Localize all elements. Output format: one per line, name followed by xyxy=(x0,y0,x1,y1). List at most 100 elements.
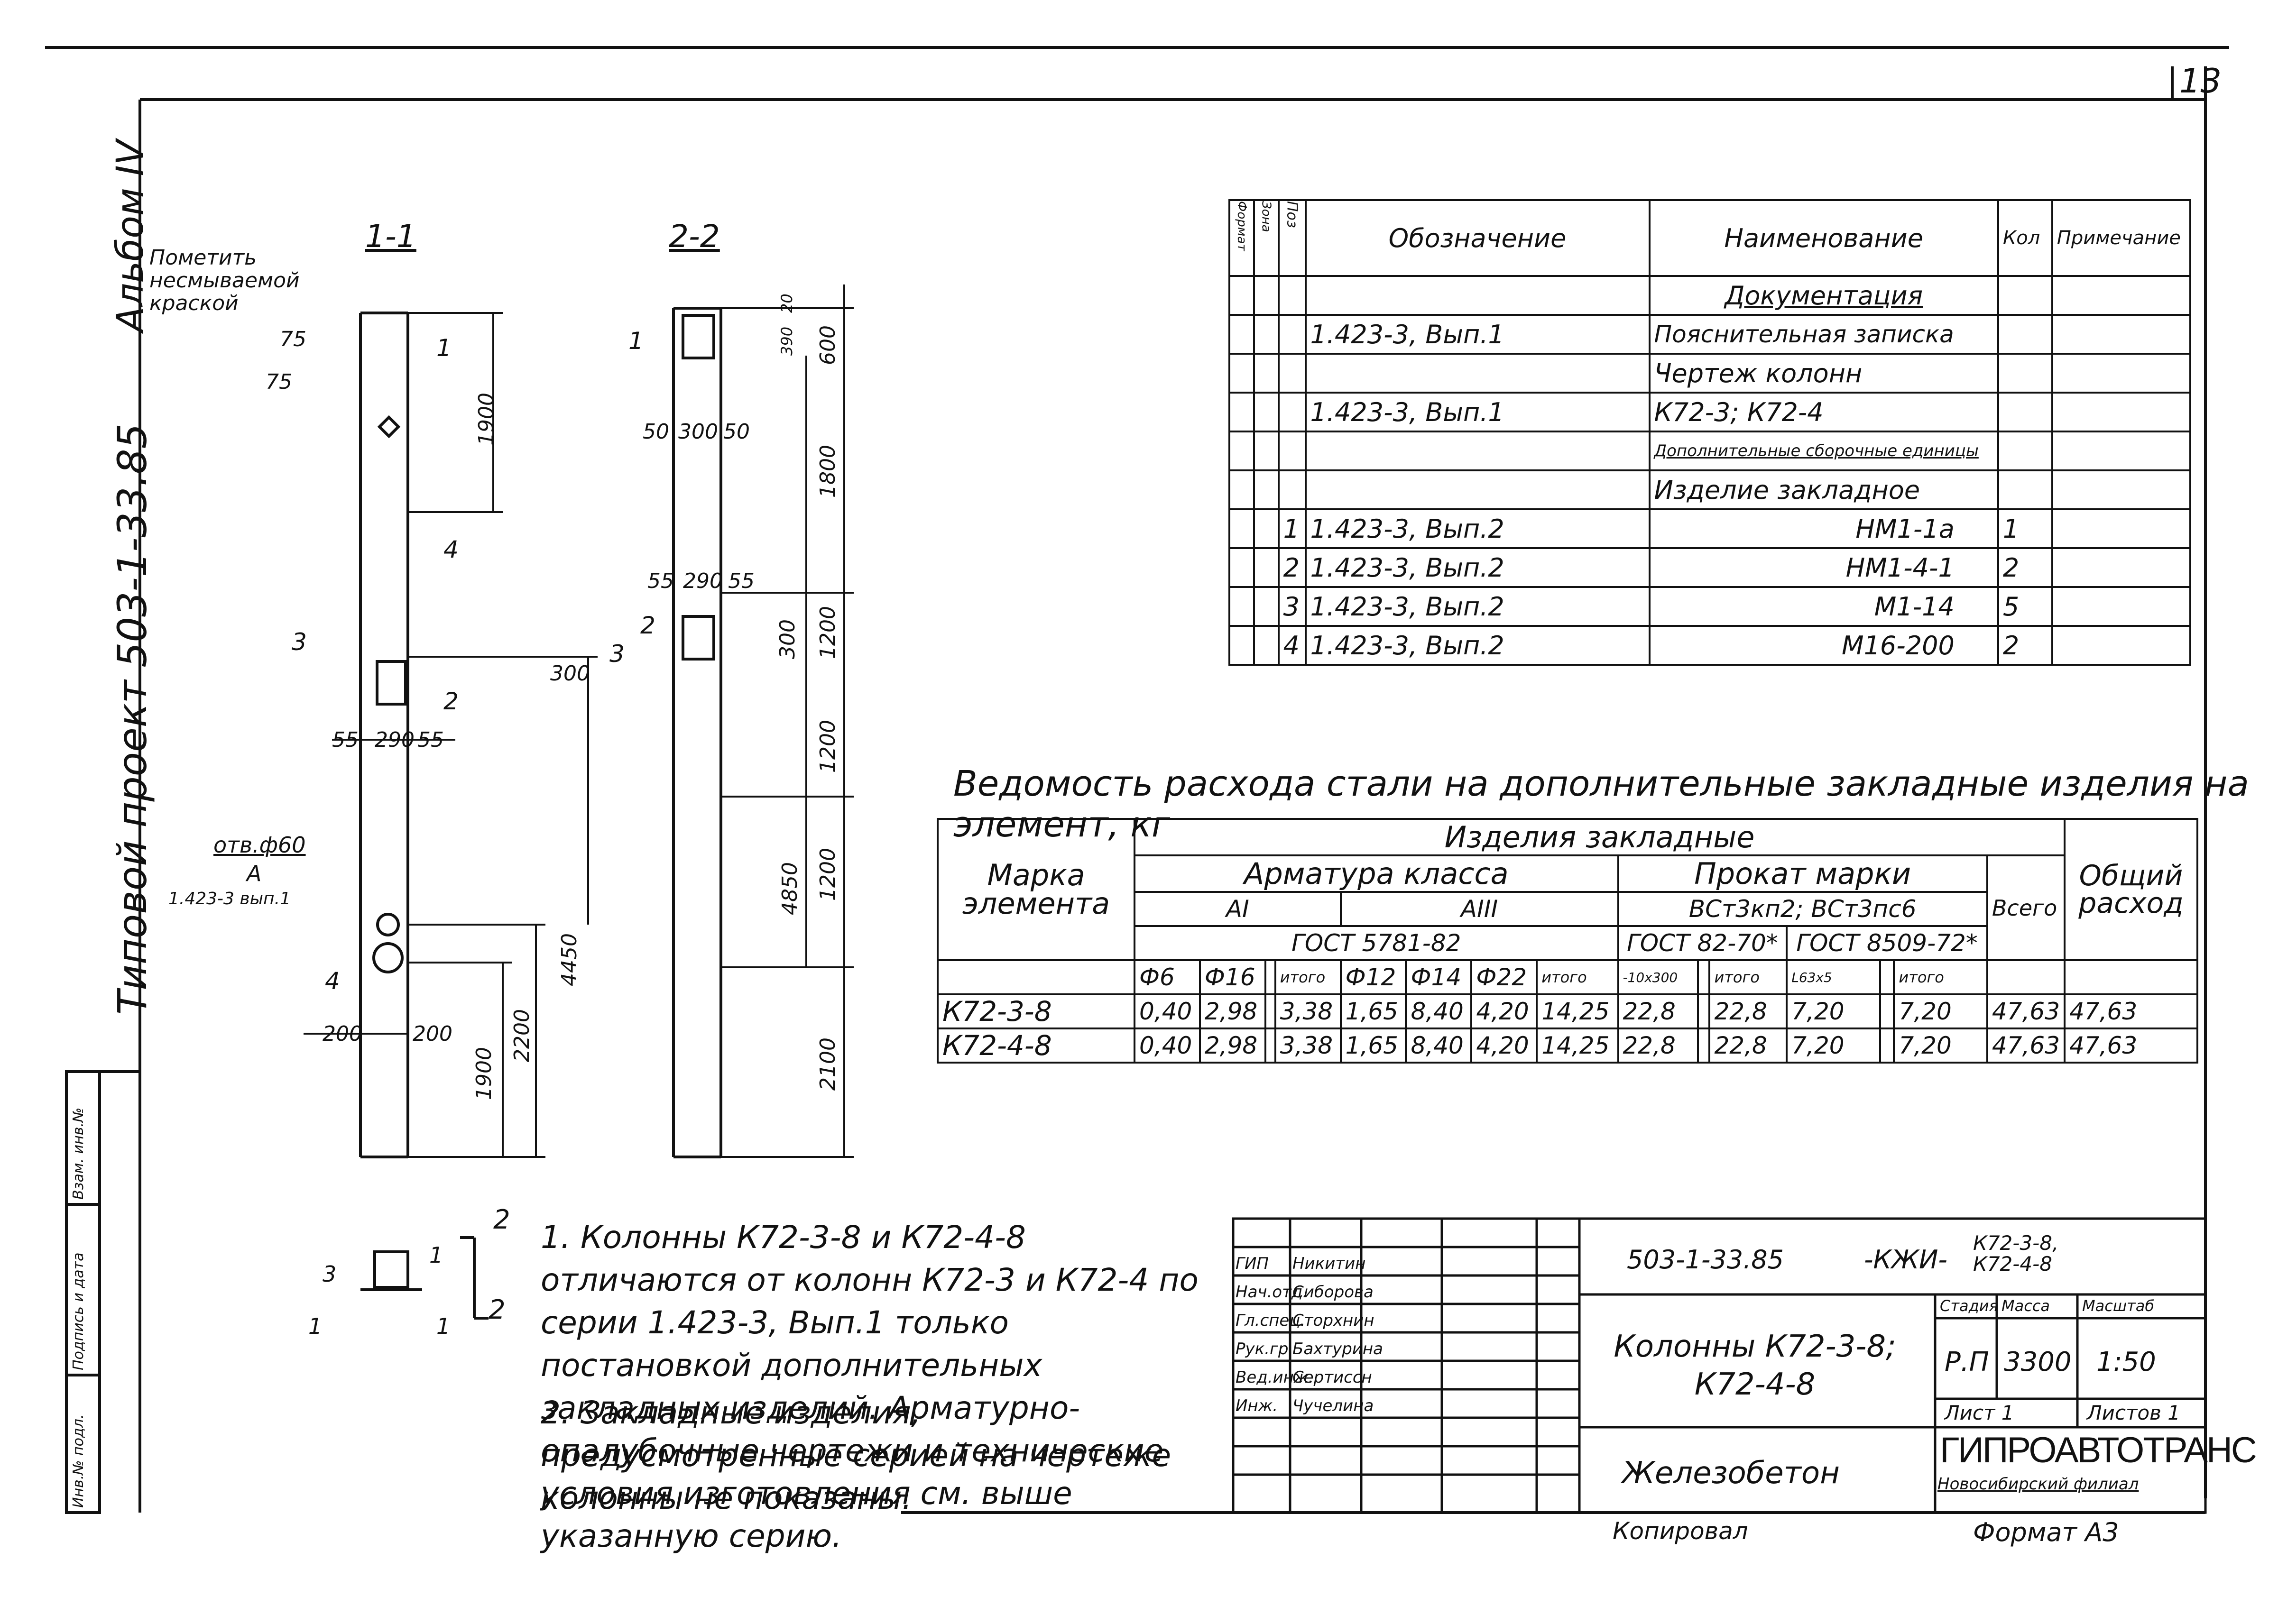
steel-h-arm: Арматура класса xyxy=(1134,854,1619,893)
steel-h-rolled-grade: ВСт3кп2; ВСт3пс6 xyxy=(1617,891,1988,927)
name: Сиборова xyxy=(1292,1283,1374,1302)
dim2-290: 290 xyxy=(683,569,723,593)
spec-h-name: Наименование xyxy=(1648,199,1999,277)
steel-h-gost3: ГОСТ 8509-72* xyxy=(1786,925,1988,961)
cross-section-sketch xyxy=(360,1236,489,1320)
spec-row: Изделие закладное xyxy=(1228,469,2192,510)
dim-75a: 75 xyxy=(280,327,306,351)
dim-75b: 75 xyxy=(266,370,292,394)
sheet-label: Лист 1 xyxy=(1945,1401,2014,1424)
mass-value: 3300 xyxy=(2004,1347,2072,1377)
steel-h-gost1: ГОСТ 5781-82 xyxy=(1134,925,1619,961)
pos-mark-1-a: 1 xyxy=(436,334,452,362)
doc-code-suffix: -КЖИ- xyxy=(1864,1245,1947,1275)
paint-note: Пометить несмываемой краской xyxy=(149,246,300,315)
doc-marks: К72-3-8, К72-4-8 xyxy=(1973,1231,2059,1275)
sketch-cut-2-top: 2 xyxy=(493,1204,510,1235)
steel-h-a1: АI xyxy=(1134,891,1342,927)
dim2-300: 300 xyxy=(678,420,718,444)
pos-mark-4-a: 4 xyxy=(443,536,459,563)
mass-header: Масса xyxy=(2002,1297,2050,1315)
section-2-2-geometry xyxy=(672,284,854,1158)
steel-sub xyxy=(1264,959,1276,995)
sketch-pos-3: 3 xyxy=(323,1261,337,1287)
format-label: Формат А3 xyxy=(1973,1517,2119,1547)
scale-value: 1:50 xyxy=(2096,1347,2156,1377)
sheet-number: 13 xyxy=(2179,62,2222,101)
pos-mark-2-b: 2 xyxy=(640,612,655,639)
dim2-55b: 55 xyxy=(728,569,755,593)
sketch-cut-1-left: 1 xyxy=(308,1313,323,1339)
copied-label: Копировал xyxy=(1613,1517,1748,1545)
name: Бахтурина xyxy=(1292,1340,1383,1358)
section-1-1-label: 1-1 xyxy=(365,218,416,255)
name: Чучелина xyxy=(1292,1396,1374,1415)
steel-h-overall: Общий расход xyxy=(2064,818,2198,961)
spec-row: Дополнительные сборочные единицы xyxy=(1228,431,2192,471)
spec-h-code: Обозначение xyxy=(1304,199,1651,277)
pos-mark-4-b: 4 xyxy=(325,967,340,995)
steel-h-a3: АIII xyxy=(1339,891,1619,927)
dim-55b: 55 xyxy=(417,728,444,752)
dim-55a: 55 xyxy=(332,728,359,752)
spec-row: Чертеж колонн xyxy=(1228,353,2192,394)
stage-value: Р.П xyxy=(1945,1347,1989,1377)
dim2-55a: 55 xyxy=(647,569,674,593)
steel-sub: Ф14 xyxy=(1405,959,1473,995)
spec-row: Документация xyxy=(1228,275,2192,316)
ref-a-doc: 1.423-3 вып.1 xyxy=(168,889,291,908)
steel-sub: Ф12 xyxy=(1339,959,1407,995)
steel-h-mark: Марка элемента xyxy=(937,818,1135,961)
titleblock-roles: ГИП Нач.отд. Гл.спец. Рук.гр. Вед.инж. И… xyxy=(1236,1249,1313,1420)
name: Сторхнин xyxy=(1292,1311,1374,1330)
steel-sub: Ф6 xyxy=(1134,959,1201,995)
sketch-cut-1-right: 1 xyxy=(436,1313,451,1339)
org-branch: Новосибирский филиал xyxy=(1937,1475,2139,1494)
steel-sub: итого xyxy=(1274,959,1342,995)
role-group: Рук.гр. xyxy=(1236,1340,1294,1358)
note-1: 1. Колонны К72-3-8 и К72-4-8 отличаются … xyxy=(541,1219,1199,1554)
section-2-2-label: 2-2 xyxy=(669,218,720,255)
doc-material: Железобетон xyxy=(1622,1456,1840,1491)
scale-header: Масштаб xyxy=(2082,1297,2155,1315)
dim2-50b: 50 xyxy=(723,420,750,444)
spec-h-pos: Поз xyxy=(1277,199,1307,277)
sketch-cut-2-bottom: 2 xyxy=(489,1294,506,1325)
steel-sub: итого xyxy=(1893,959,1988,995)
role-head: Нач.отд. xyxy=(1236,1283,1308,1302)
steel-sub: Ф16 xyxy=(1199,959,1266,995)
spec-h-qty: Кол xyxy=(1997,199,2053,277)
steel-h-items: Изделия закладные xyxy=(1134,818,2066,856)
dim-290: 290 xyxy=(375,728,415,752)
pos-mark-2-a: 2 xyxy=(443,688,459,715)
steel-sub: Ф22 xyxy=(1470,959,1538,995)
specification-table: Формат Зона Поз Обозначение Наименование… xyxy=(1228,199,2192,666)
role-chief: Гл.спец. xyxy=(1236,1311,1306,1330)
steel-sub: L63х5 xyxy=(1786,959,1881,995)
dim-200a: 200 xyxy=(323,1022,362,1046)
steel-h-total: Всего xyxy=(1986,854,2066,961)
dim2-50a: 50 xyxy=(643,420,669,444)
steel-sub: итого xyxy=(1536,959,1619,995)
spec-h-format: Формат xyxy=(1228,199,1255,277)
dim-200b: 200 xyxy=(413,1022,452,1046)
role-eng: Инж. xyxy=(1236,1396,1278,1415)
steel-sub: итого xyxy=(1708,959,1788,995)
name: Сертиссн xyxy=(1292,1368,1372,1387)
pos-mark-3-b: 3 xyxy=(609,640,625,668)
sketch-pos-1: 1 xyxy=(429,1242,443,1268)
pos-mark-3-a: 3 xyxy=(292,628,307,656)
hole-label: отв.ф60 xyxy=(213,832,306,858)
spec-h-zone: Зона xyxy=(1253,199,1280,277)
steel-h-rolled: Прокат марки xyxy=(1617,854,1988,893)
steel-sub xyxy=(1879,959,1895,995)
ref-a-label: А xyxy=(247,861,262,886)
org-name: ГИПРОАВТОТРАНС xyxy=(1940,1430,2257,1470)
role-lead: Вед.инж. xyxy=(1236,1368,1314,1387)
